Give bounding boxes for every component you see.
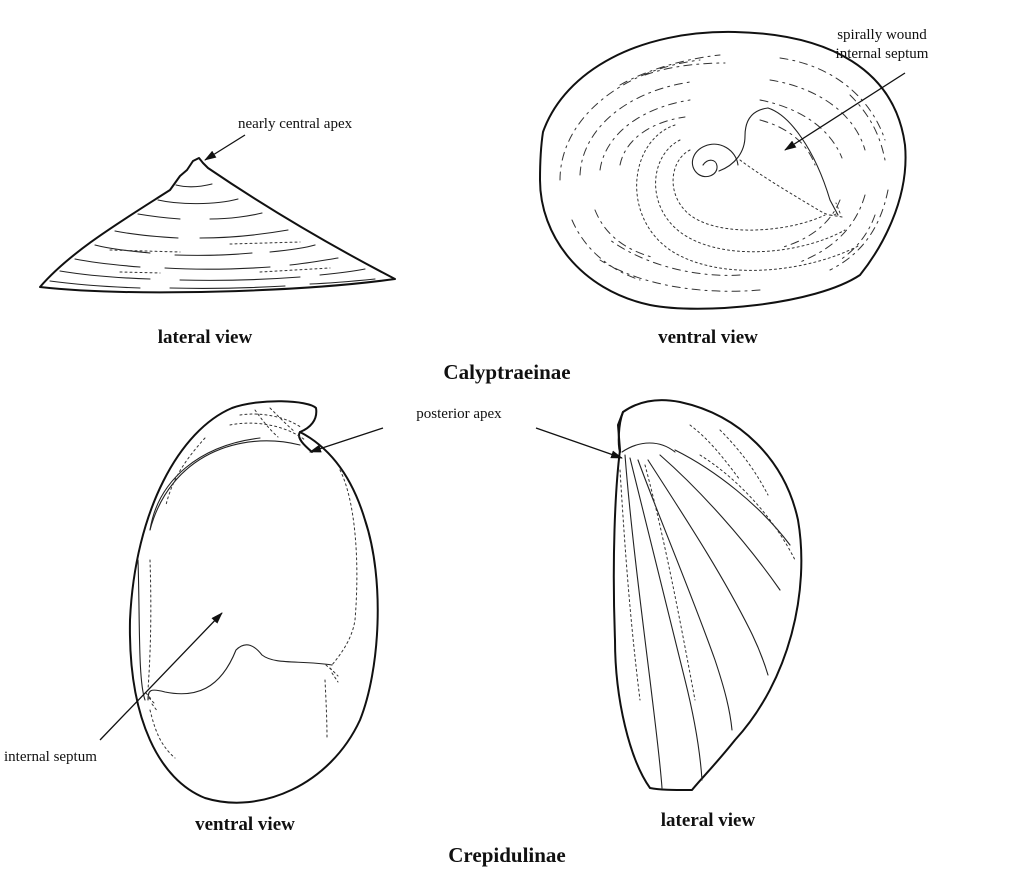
- spiral-septum-label-line2: internal septum: [812, 45, 952, 63]
- septum-arrow-bottom: [100, 613, 222, 740]
- posterior-apex-label: posterior apex: [379, 405, 539, 423]
- apex-arrow-top: [205, 135, 245, 160]
- bottom-right-caption: lateral view: [608, 810, 808, 832]
- calyptraeinae-lateral-shell: [40, 158, 395, 292]
- crepidulinae-title: Crepidulinae: [377, 843, 637, 868]
- bottom-left-caption: ventral view: [145, 814, 345, 836]
- internal-septum-label: internal septum: [4, 748, 97, 766]
- top-right-caption: ventral view: [608, 327, 808, 349]
- spiral-septum-label-line1: spirally wound: [812, 26, 952, 44]
- crepidulinae-ventral-shell: [130, 401, 378, 802]
- crepidulinae-lateral-shell: [614, 400, 802, 790]
- nearly-central-apex-label: nearly central apex: [238, 115, 352, 133]
- apex-arrow-bottom-right: [536, 428, 622, 458]
- calyptraeinae-title: Calyptraeinae: [377, 360, 637, 385]
- septum-arrow-top: [785, 73, 905, 150]
- top-left-caption: lateral view: [105, 327, 305, 349]
- apex-arrow-bottom-left: [310, 428, 383, 452]
- calyptraeinae-ventral-shell: [540, 32, 906, 309]
